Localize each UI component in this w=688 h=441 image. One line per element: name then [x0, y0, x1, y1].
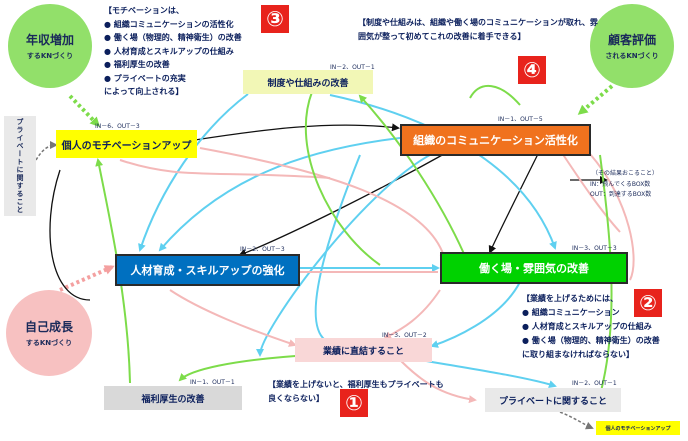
box-system: 制度や仕組みの改善 — [243, 70, 373, 94]
box-communication-label: 組織のコミュニケーション活性化 — [413, 134, 578, 147]
box-communication: 組織のコミュニケーション活性化 — [400, 124, 591, 156]
box-skill: 人材育成・スキルアップの強化 — [115, 254, 300, 286]
box-welfare-label: 福利厚生の改善 — [141, 394, 205, 405]
note-1-line: 良くならない】 — [268, 394, 324, 403]
note-3-line: 【モチベーションは、 — [104, 6, 184, 15]
io-private: IN－2、OUT－1 — [572, 380, 617, 387]
legend: （その結果おこること） IN：飛んでくるBOX数 OUT：到達するBOX数 — [576, 169, 658, 201]
note-1-line: 【業績を上げないと、福利厚生もプライベートも — [268, 380, 444, 389]
box-private: プライベートに関すること — [485, 388, 621, 412]
note-4: 【制度や仕組みは、組織や働く場のコミュニケーションが取れ、雰 囲気が整って初めて… — [358, 16, 598, 43]
note-3: 【モチベーションは、 ● 組織コミュニケーションの活性化 ● 働く場（物理的、精… — [104, 4, 242, 99]
badge-2: ② — [634, 289, 662, 317]
note-2-line: ● 働く場（物理的、精神衛生）の改善 — [522, 336, 660, 345]
note-4-line: 囲気が整って初めてこれの改善に着手できる】 — [358, 31, 526, 41]
io-motivation: IN－6、OUT－3 — [95, 123, 140, 130]
box-private-label: プライベートに関すること — [498, 396, 607, 407]
note-3-line: ● 人材育成とスキルアップの仕組み — [104, 46, 234, 56]
legend-result: （その結果おこること） — [592, 170, 659, 177]
box-skill-label: 人材育成・スキルアップの強化 — [130, 264, 285, 277]
note-2-line: に取り組まなければならない】 — [522, 350, 634, 359]
badge-3: ③ — [261, 5, 289, 33]
note-3-line: ● 組織コミュニケーションの活性化 — [104, 19, 234, 29]
note-3-line: ● 働く場（物理的、精神衛生）の改善 — [104, 33, 242, 42]
private-side-label: プライベートに関すること — [16, 118, 24, 214]
note-2-line: ● 組織コミュニケーション — [522, 308, 620, 317]
io-workplace: IN－3、OUT－3 — [572, 245, 617, 252]
circle-customer: 顧客評価 されるKNづくり — [590, 4, 674, 88]
legend-out: OUT：到達するBOX数 — [590, 191, 652, 198]
circle-growth-title: 自己成長 — [24, 320, 73, 334]
box-bottom-right: 個人のモチベーションアップ — [596, 421, 680, 435]
circle-income: 年収増加 するKNづくり — [8, 4, 92, 88]
box-motivation-label: 個人のモチベーションアップ — [61, 140, 192, 152]
box-workplace-label: 働く場・雰囲気の改善 — [479, 262, 589, 275]
circle-income-title: 年収増加 — [25, 33, 74, 47]
note-2-line: ● 人材育成とスキルアップの仕組み — [522, 322, 652, 331]
io-system: IN－2、OUT－1 — [330, 64, 375, 71]
note-1: 【業績を上げないと、福利厚生もプライベートも 良くならない】 — [268, 378, 444, 406]
arrow-customer-to-communication — [577, 84, 614, 115]
circle-customer-title: 顧客評価 — [607, 33, 656, 47]
note-3-line: ● プライベートの充実 — [104, 73, 186, 83]
arrow-side-to-motivation — [35, 141, 58, 161]
note-2-line: 【業績を上げるためには、 — [522, 294, 618, 303]
box-welfare: 福利厚生の改善 — [104, 386, 242, 410]
io-welfare: IN－1、OUT－1 — [190, 379, 235, 386]
circle-customer-sub: されるKNづくり — [605, 52, 659, 60]
note-3-line: ● 福利厚生の改善 — [104, 60, 170, 69]
legend-in: IN：飛んでくるBOX数 — [590, 180, 651, 188]
badge-1: ① — [340, 389, 368, 417]
box-performance: 業績に直結すること — [295, 338, 432, 362]
note-2: 【業績を上げるためには、 ● 組織コミュニケーション ● 人材育成とスキルアップ… — [522, 292, 660, 362]
box-bottom-right-label: 個人のモチベーションアップ — [605, 425, 671, 432]
box-performance-label: 業績に直結すること — [322, 346, 404, 357]
io-communication: IN－1、OUT－5 — [498, 116, 543, 123]
note-3-line: によって向上される】 — [104, 87, 184, 96]
box-system-label: 制度や仕組みの改善 — [267, 78, 349, 89]
box-motivation: 個人のモチベーションアップ — [56, 130, 197, 158]
note-4-line: 【制度や仕組みは、組織や働く場のコミュニケーションが取れ、雰 — [358, 18, 598, 27]
private-side-box: プライベートに関すること — [4, 116, 36, 216]
badge-4: ④ — [518, 56, 546, 84]
arrow-growth-to-skill — [59, 265, 115, 292]
circle-growth-sub: するKNづくり — [25, 339, 73, 347]
io-performance: IN－3、OUT－2 — [382, 332, 427, 339]
circle-growth: 自己成長 するKNづくり — [6, 290, 92, 376]
box-workplace: 働く場・雰囲気の改善 — [440, 252, 628, 284]
arrow-private-to-bottom — [559, 411, 594, 430]
io-skill: IN－2、OUT－3 — [240, 246, 285, 253]
circle-income-sub: するKNづくり — [26, 52, 74, 60]
arrow-income-to-motivation — [68, 94, 101, 128]
